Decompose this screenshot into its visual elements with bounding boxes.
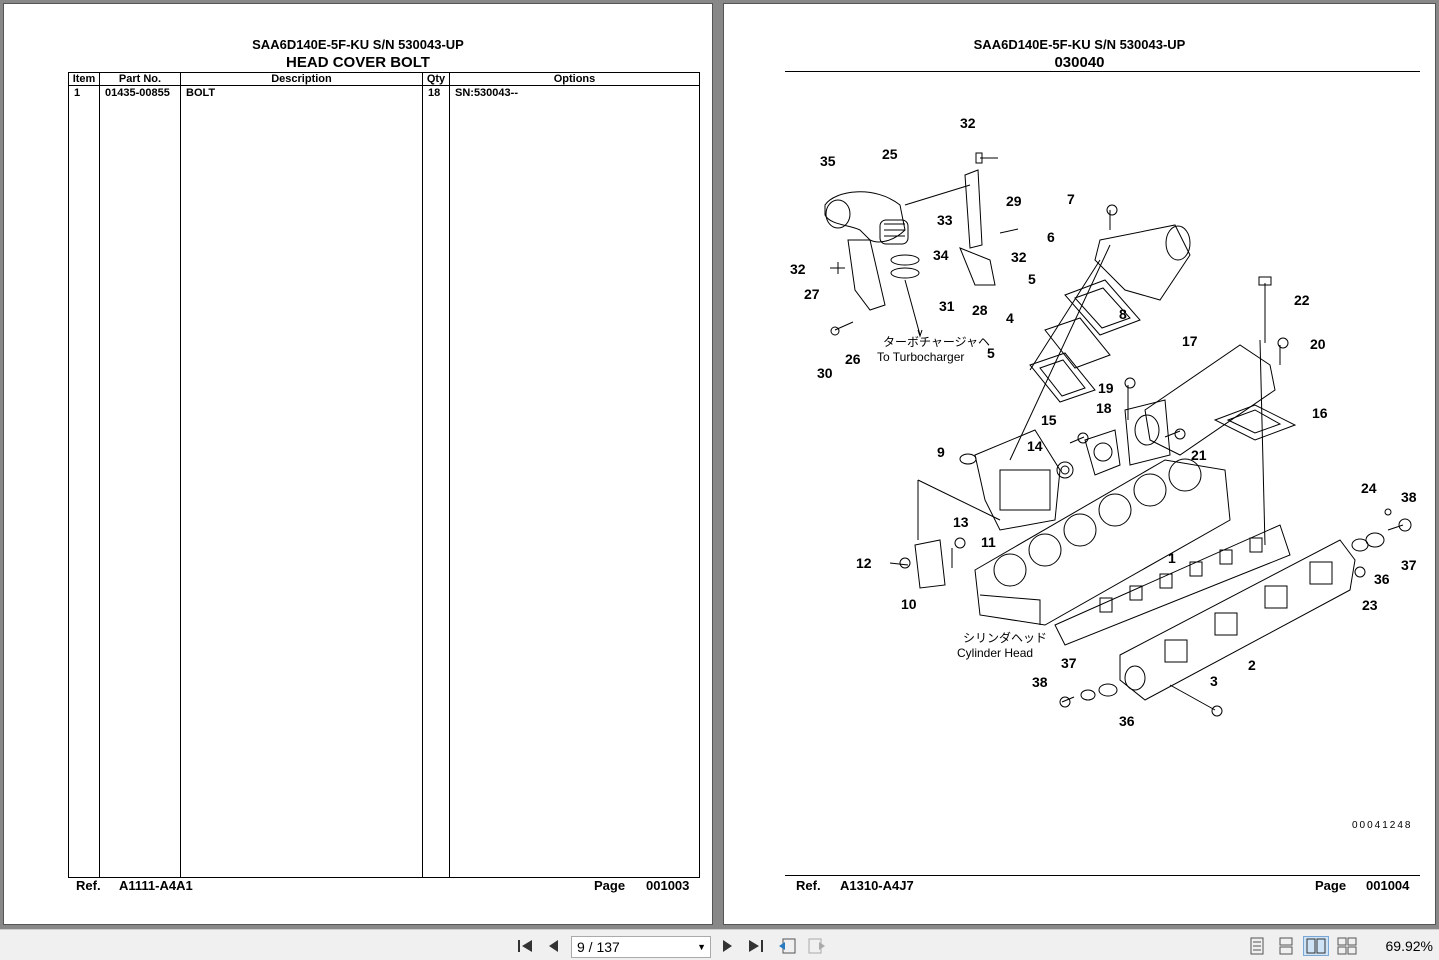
left-ref-value: A1111-A4A1 bbox=[119, 878, 193, 893]
callout: 18 bbox=[1096, 400, 1112, 416]
row-part-no: 01435-00855 bbox=[99, 85, 181, 100]
row-options: SN:530043-- bbox=[449, 85, 700, 100]
callout: 19 bbox=[1098, 380, 1114, 396]
left-model-heading: SAA6D140E-5F-KU S/N 530043-UP bbox=[252, 37, 464, 52]
exploded-diagram: ターボチャージャヘ To Turbocharger シリンダヘッド Cylind… bbox=[790, 115, 1417, 831]
callout: 32 bbox=[790, 261, 806, 277]
callout: 29 bbox=[1006, 193, 1022, 209]
two-page-scroll-icon[interactable] bbox=[1336, 936, 1358, 956]
next-page-icon[interactable] bbox=[718, 936, 738, 956]
callout: 25 bbox=[882, 146, 898, 162]
callout: 12 bbox=[856, 555, 872, 571]
callout: 8 bbox=[1119, 306, 1127, 322]
two-page-view-icon[interactable] bbox=[1303, 936, 1329, 956]
head-en-label: Cylinder Head bbox=[957, 646, 1033, 660]
callout: 1 bbox=[1168, 550, 1176, 566]
callout: 17 bbox=[1182, 333, 1198, 349]
chevron-down-icon[interactable]: ▼ bbox=[697, 942, 706, 952]
right-ref-value: A1310-A4J7 bbox=[840, 878, 914, 893]
callout: 24 bbox=[1361, 480, 1377, 496]
row-qty: 18 bbox=[422, 85, 450, 100]
drawing-number: 00041248 bbox=[1352, 820, 1413, 831]
callout: 5 bbox=[987, 345, 995, 361]
callout: 16 bbox=[1312, 405, 1328, 421]
callout: 26 bbox=[845, 351, 861, 367]
left-page-title: HEAD COVER BOLT bbox=[286, 54, 430, 71]
callout: 32 bbox=[1011, 249, 1027, 265]
left-page: SAA6D140E-5F-KU S/N 530043-UP HEAD COVER… bbox=[3, 3, 713, 925]
left-ref-label: Ref. bbox=[76, 878, 101, 893]
go-forward-view-icon[interactable] bbox=[806, 936, 828, 956]
col-part-no: Part No. bbox=[99, 72, 181, 86]
parts-table: Item Part No. Description Qty Options 1 … bbox=[68, 72, 700, 878]
right-page-title: 030040 bbox=[1054, 54, 1105, 71]
page-number-input[interactable]: 9 / 137 ▼ bbox=[571, 936, 711, 958]
callout: 13 bbox=[953, 514, 969, 530]
left-page-number: 001003 bbox=[646, 878, 690, 893]
left-page-label: Page bbox=[594, 878, 626, 893]
callout: 32 bbox=[960, 115, 976, 131]
callout: 10 bbox=[901, 596, 917, 612]
callout: 22 bbox=[1294, 292, 1310, 308]
callout: 23 bbox=[1362, 597, 1378, 613]
col-qty: Qty bbox=[422, 72, 450, 86]
table-filler-row bbox=[68, 100, 700, 878]
zoom-level[interactable]: 69.92% bbox=[1385, 938, 1433, 954]
last-page-icon[interactable] bbox=[745, 936, 767, 956]
callout: 11 bbox=[981, 534, 996, 550]
callout: 36 bbox=[1119, 713, 1135, 729]
callout: 14 bbox=[1027, 438, 1043, 454]
elbow-shape bbox=[824, 191, 906, 243]
footer-rule bbox=[785, 875, 1420, 876]
callout: 36 bbox=[1374, 571, 1390, 587]
callout: 34 bbox=[933, 247, 949, 263]
continuous-view-icon[interactable] bbox=[1276, 936, 1296, 956]
row-description: BOLT bbox=[180, 85, 423, 100]
callout: 15 bbox=[1041, 412, 1057, 428]
callout: 7 bbox=[1067, 191, 1075, 207]
callout: 38 bbox=[1401, 489, 1417, 505]
right-page-number: 001004 bbox=[1366, 878, 1410, 893]
callout: 3 bbox=[1210, 673, 1218, 689]
prev-page-icon[interactable] bbox=[543, 936, 563, 956]
callout: 5 bbox=[1028, 271, 1036, 287]
right-page: SAA6D140E-5F-KU S/N 530043-UP 030040 Ref… bbox=[723, 3, 1436, 925]
row-item: 1 bbox=[68, 85, 100, 100]
col-item: Item bbox=[68, 72, 100, 86]
first-page-icon[interactable] bbox=[514, 936, 536, 956]
callout: 2 bbox=[1248, 657, 1256, 673]
callout: 20 bbox=[1310, 336, 1326, 352]
viewer-toolbar: 9 / 137 ▼ 69.92% bbox=[0, 929, 1439, 960]
table-row: 1 01435-00855 BOLT 18 SN:530043-- bbox=[68, 85, 700, 100]
page-indicator: 9 / 137 bbox=[577, 939, 620, 955]
right-page-label: Page bbox=[1315, 878, 1347, 893]
callout: 35 bbox=[820, 153, 836, 169]
go-back-view-icon[interactable] bbox=[776, 936, 798, 956]
callout: 27 bbox=[804, 286, 820, 302]
title-rule bbox=[785, 71, 1420, 72]
right-ref-label: Ref. bbox=[796, 878, 821, 893]
single-page-view-icon[interactable] bbox=[1247, 936, 1267, 956]
callout: 38 bbox=[1032, 674, 1048, 690]
callout: 4 bbox=[1006, 310, 1014, 326]
callout: 30 bbox=[817, 365, 833, 381]
head-jp-label: シリンダヘッド bbox=[963, 630, 1047, 645]
turbo-jp-label: ターボチャージャヘ bbox=[883, 335, 990, 349]
col-options: Options bbox=[449, 72, 700, 86]
callout: 37 bbox=[1401, 557, 1417, 573]
callout: 9 bbox=[937, 444, 945, 460]
col-description: Description bbox=[180, 72, 423, 86]
callout: 28 bbox=[972, 302, 988, 318]
right-model-heading: SAA6D140E-5F-KU S/N 530043-UP bbox=[973, 37, 1186, 52]
callout: 6 bbox=[1047, 229, 1055, 245]
callout: 33 bbox=[937, 212, 953, 228]
callout: 37 bbox=[1061, 655, 1077, 671]
callout: 21 bbox=[1191, 447, 1207, 463]
turbo-en-label: To Turbocharger bbox=[877, 350, 964, 364]
callout: 31 bbox=[939, 298, 955, 314]
